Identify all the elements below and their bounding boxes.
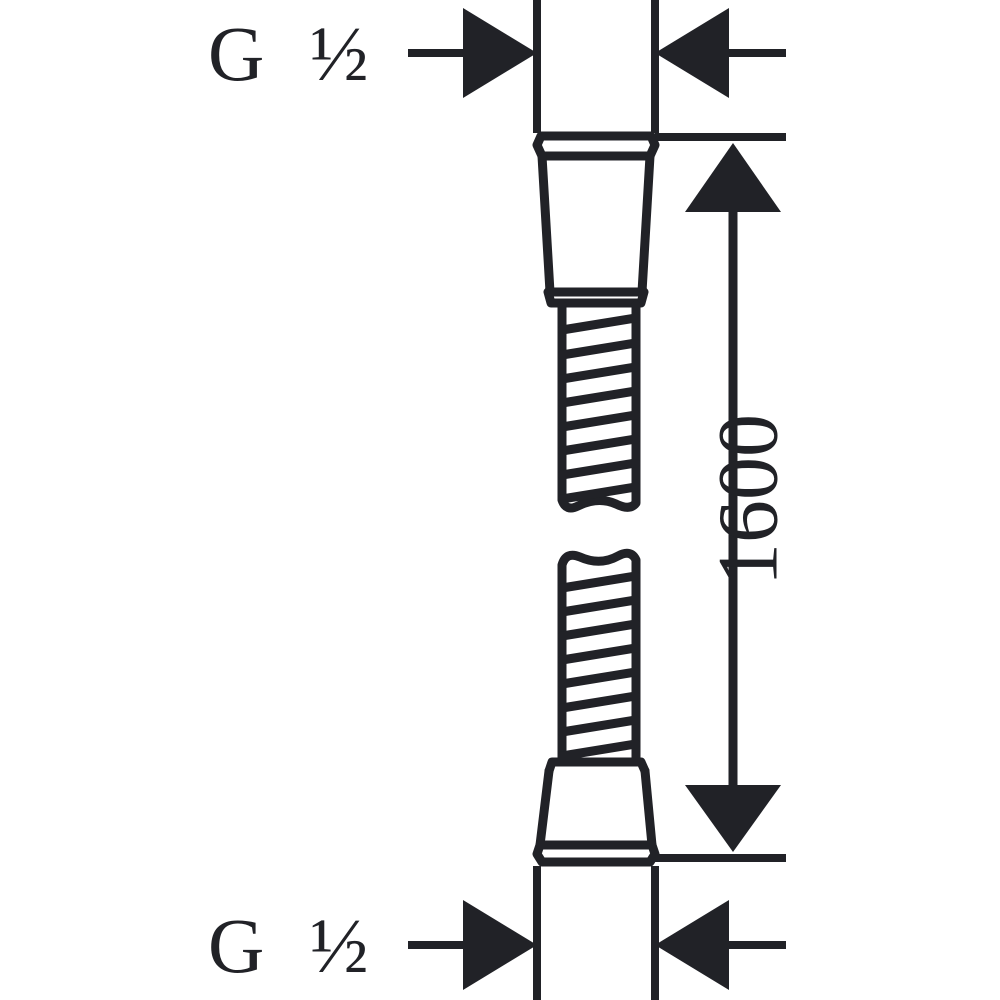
hose-lower-segment	[557, 548, 641, 767]
dimension-arrowhead-top	[685, 143, 781, 212]
hose-lower-coil-2	[557, 619, 641, 641]
hose-lower-coil-3	[557, 667, 641, 689]
top-nut-body	[537, 151, 655, 297]
arrowhead-bottom-left	[463, 900, 537, 990]
hose-upper-coil-3	[557, 410, 641, 432]
hose-upper-segment	[557, 300, 641, 513]
hose-upper-coil-4b	[557, 482, 641, 504]
hose-lower-coil-2b	[557, 643, 641, 665]
dimension-value-1600: 1600	[700, 414, 796, 586]
thread-label-top-letter: G	[208, 10, 264, 97]
thread-label-bottom-letter: G	[208, 902, 264, 989]
top-nut-fitting	[532, 131, 660, 308]
bottom-nut-body	[535, 766, 657, 850]
hose-upper-coil-2	[557, 362, 641, 384]
hose-lower-outline	[557, 548, 641, 767]
hose-upper-outline	[557, 300, 641, 513]
bottom-nut-base-collar	[532, 840, 660, 867]
dimension-arrowhead-bottom	[685, 785, 781, 852]
length-dimension: 1600	[685, 143, 796, 852]
bottom-nut-top-band	[544, 757, 650, 776]
hose-lower-coil-4b	[557, 739, 641, 761]
thread-annotation-bottom: G ½	[208, 900, 786, 990]
hose-upper-coil-3b	[557, 434, 641, 456]
hose-lower-coil-3b	[557, 691, 641, 713]
thread-label-bottom-fraction: ½	[310, 902, 369, 989]
hose-upper-coil-1b	[557, 338, 641, 360]
arrowhead-top-right	[655, 8, 729, 98]
hose-lower-coil-1b	[557, 595, 641, 617]
hose-upper-coil-2b	[557, 386, 641, 408]
top-nut-base-band	[543, 287, 649, 308]
hose-lower-coil-4	[557, 715, 641, 737]
arrowhead-bottom-right	[655, 900, 729, 990]
hose-upper-coil-1	[557, 313, 641, 335]
bottom-nut-fitting	[532, 757, 660, 867]
thread-annotation-top: G ½	[208, 8, 786, 98]
thread-label-top-fraction: ½	[310, 10, 369, 97]
hose-upper-coil-4	[557, 458, 641, 480]
arrowhead-top-left	[463, 8, 537, 98]
hose-lower-coil-1	[557, 571, 641, 593]
top-nut-collar	[532, 131, 660, 161]
